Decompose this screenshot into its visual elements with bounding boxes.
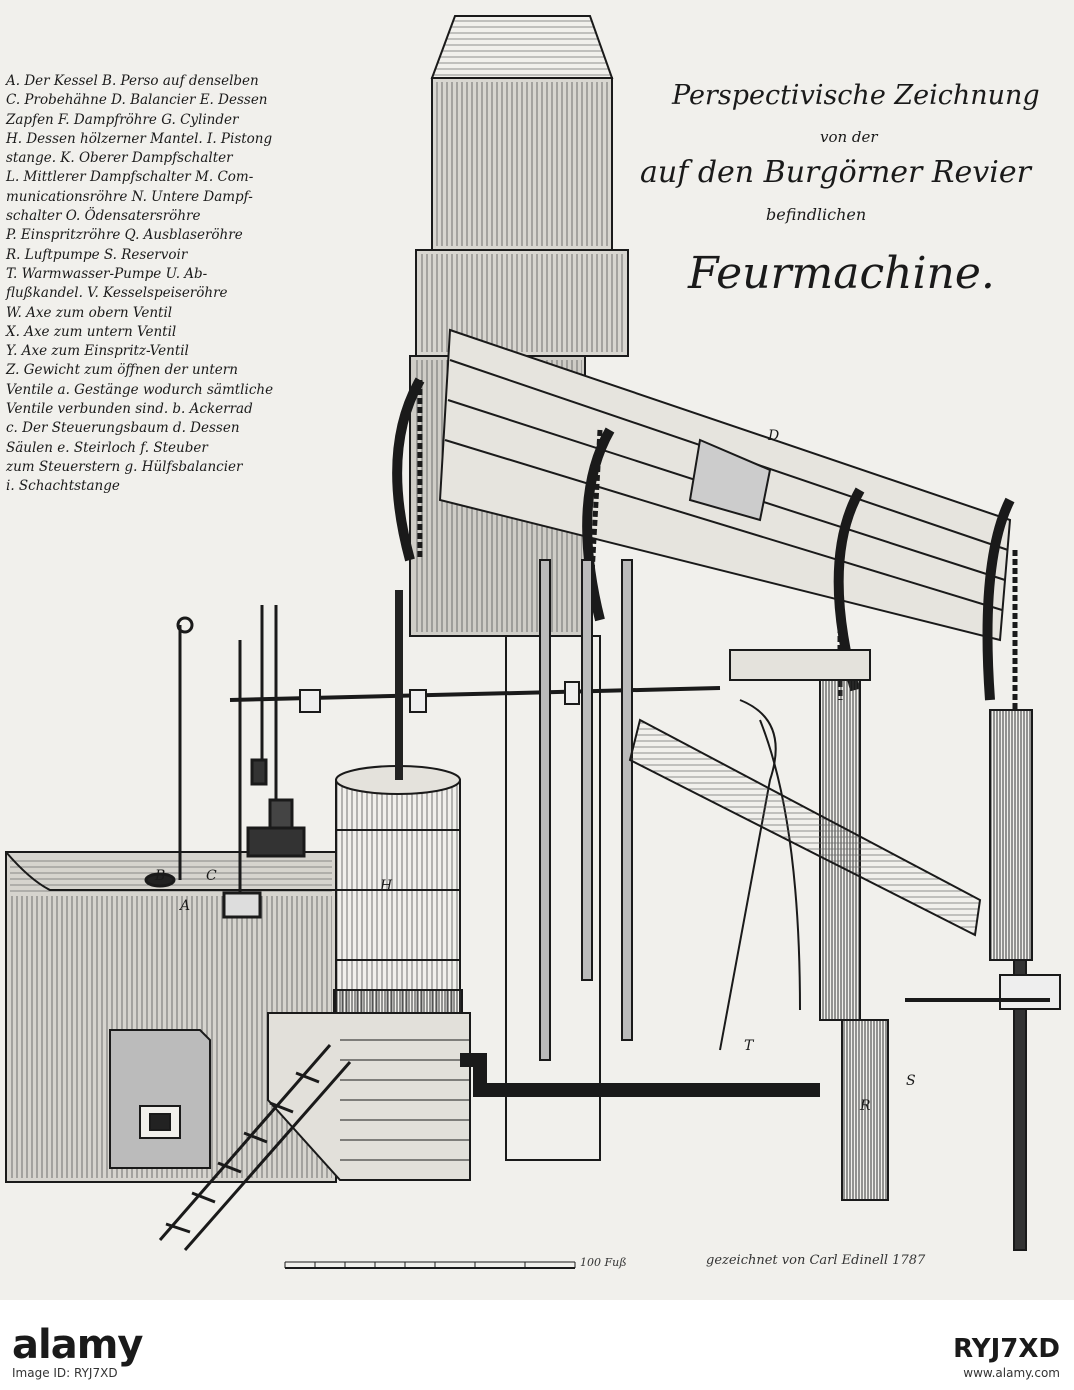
legend-line: Ventile a. Gestänge wodurch sämtliche (6, 381, 274, 398)
scale-bar (284, 1261, 576, 1269)
legend-line: Zapfen F. Dampfröhre G. Cylinder (6, 111, 239, 128)
svg-text:T: T (744, 1038, 755, 1054)
legend-line: Z. Gewicht zum öffnen der untern (6, 362, 238, 379)
legend-line: T. Warmwasser-Pumpe U. Ab- (6, 265, 208, 282)
image-code: RYJ7XD (953, 1334, 1060, 1364)
engraver-signature: gezeichnet von Carl Edinell 1787 (706, 1253, 925, 1268)
legend-line: P. Einspritzröhre Q. Ausblaseröhre (6, 227, 243, 244)
legend-line: X. Axe zum untern Ventil (6, 323, 177, 340)
svg-text:D: D (767, 428, 779, 444)
brand-name: alamy (12, 1322, 143, 1368)
title-line-3: auf den Burgörner Revier (640, 155, 1031, 190)
svg-text:H: H (379, 878, 393, 894)
legend-line: C. Probehähne D. Balancier E. Dessen (6, 92, 268, 109)
legend-line: W. Axe zum obern Ventil (6, 304, 173, 321)
cylinder (333, 590, 463, 1041)
stock-footer: alamy Image ID: RYJ7XD RYJ7XD www.alamy.… (0, 1300, 1074, 1390)
site-url[interactable]: www.alamy.com (963, 1366, 1060, 1380)
legend-line: municationsröhre N. Untere Dampf- (6, 188, 253, 205)
legend-line: flußkandel. V. Kesselspeiseröhre (6, 285, 228, 302)
svg-text:B: B (154, 868, 165, 884)
legend-line: stange. K. Oberer Dampfschalter (6, 150, 233, 167)
legend-line: R. Luftpumpe S. Reservoir (6, 246, 188, 263)
legend-line: c. Der Steuerungsbaum d. Dessen (6, 420, 240, 437)
signature-text: gezeichnet von Carl Edinell (706, 1253, 889, 1268)
legend-line: Y. Axe zum Einspritz-Ventil (6, 343, 189, 360)
image-id: Image ID: RYJ7XD (12, 1366, 118, 1380)
ladder (158, 1044, 352, 1251)
title-line-5: Feurmachine. (688, 248, 995, 299)
legend-line: schalter O. Ödensatersröhre (6, 208, 201, 225)
legend-line: Säulen e. Steirloch f. Steuber (6, 439, 208, 456)
alamy-logo[interactable]: alamy (12, 1322, 143, 1368)
legend-line: zum Steuerstern g. Hülfsbalancier (6, 458, 243, 475)
signature-year: 1787 (892, 1253, 926, 1268)
steam-engine-drawing: D H A B C T R S (5, 15, 1061, 1269)
svg-text:R: R (859, 1098, 871, 1114)
steuerungsbaum (628, 649, 982, 937)
title-line-2: von der (820, 128, 878, 146)
engraving-plate: D H A B C T R S Perspectivische Zeichnun… (0, 0, 1074, 1300)
legend-line: Ventile verbunden sind. b. Ackerrad (6, 401, 253, 418)
legend-line: L. Mittlerer Dampfschalter M. Com- (6, 169, 254, 186)
legend-line: i. Schachtstange (6, 478, 120, 495)
left-pumps (144, 605, 306, 919)
brick-base (267, 1012, 471, 1181)
scale-label: 100 Fuß (580, 1256, 627, 1269)
valve-axes (229, 681, 721, 713)
svg-text:A: A (178, 898, 190, 914)
svg-text:S: S (906, 1073, 916, 1089)
legend: A. Der Kessel B. Perso auf denselben C. … (6, 72, 326, 497)
drawing-letters: D H A B C T R S (154, 428, 916, 1114)
title-line-4: befindlichen (766, 205, 867, 224)
legend-line: A. Der Kessel B. Perso auf denselben (6, 73, 259, 89)
title-line-1: Perspectivische Zeichnung (672, 80, 1040, 111)
legend-line: H. Dessen hölzerner Mantel. I. Pistong (6, 130, 273, 147)
svg-text:C: C (206, 868, 217, 884)
